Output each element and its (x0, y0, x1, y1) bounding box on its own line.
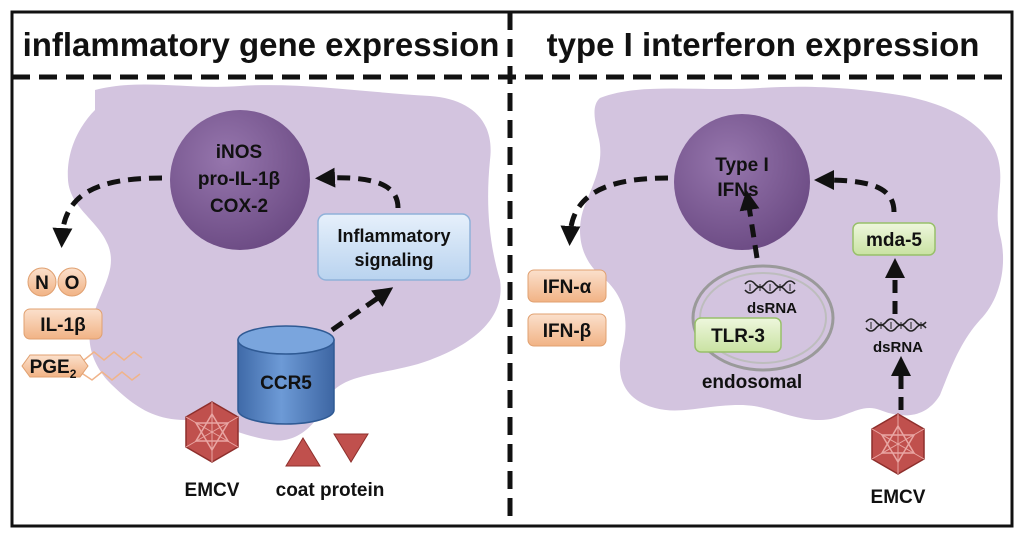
coat-protein-label: coat protein (276, 480, 385, 501)
right-nucleus (674, 114, 810, 250)
emcv-label-left: EMCV (185, 480, 240, 501)
left-nucleus (170, 110, 310, 250)
signaling-label-line2: signaling (354, 250, 433, 270)
inflammatory-signaling-box (317, 213, 471, 281)
no-letter-n: N (35, 273, 49, 294)
dsrna-label-cytoplasm: dsRNA (873, 339, 923, 356)
nucleus-type-i-line2: IFNs (717, 180, 758, 201)
arrow-ccr5-to-signaling (330, 287, 394, 333)
endosomal-label: endosomal (702, 372, 802, 393)
emcv-virus-icon-right (871, 413, 925, 475)
nucleus-type-i-line1: Type I (715, 155, 769, 176)
nucleus-gene-inos: iNOS (216, 142, 262, 163)
nucleus-gene-cox2: COX-2 (210, 196, 268, 217)
no-letter-o: O (65, 273, 80, 294)
arrow-mda5-to-nucleus (814, 170, 897, 213)
pge2-subscript: 2 (70, 367, 77, 381)
nucleus-gene-pro-il1b: pro-IL-1β (198, 169, 280, 190)
emcv-virus-icon-left (185, 401, 239, 463)
ifn-alpha-box (527, 269, 607, 303)
pge2-tail-lower (79, 371, 141, 381)
arrow-signaling-to-nucleus (315, 167, 401, 209)
coat-protein-triangle-up (285, 437, 321, 467)
ifn-beta-label: IFN-β (543, 321, 592, 342)
pge2-label: PGE2 (30, 357, 77, 381)
ifn-alpha-label: IFN-α (543, 277, 592, 298)
emcv-label-right: EMCV (871, 487, 926, 508)
pge2-tail-upper (83, 351, 143, 361)
tlr3-box (694, 317, 782, 353)
arrow-nucleus-to-products (52, 175, 163, 248)
arrow-nucleus-to-ifn (560, 175, 669, 246)
dsrna-icon-cytoplasm (865, 318, 927, 332)
no-circle-n (27, 267, 57, 297)
dsrna-icon-endosome (744, 280, 796, 294)
ifn-beta-box (527, 313, 607, 347)
left-panel-title: inflammatory gene expression (23, 26, 500, 63)
il1b-label: IL-1β (40, 315, 85, 336)
ccr5-cylinder-top (237, 325, 335, 355)
pge2-hexagon (21, 354, 89, 378)
signaling-label-line1: Inflammatory (337, 226, 450, 246)
il1b-box (23, 308, 103, 340)
tlr3-label: TLR-3 (711, 326, 765, 347)
ccr5-cylinder-body (237, 339, 335, 425)
ccr5-label: CCR5 (260, 373, 312, 394)
mda5-label: mda-5 (866, 230, 922, 251)
no-circle-o (57, 267, 87, 297)
arrow-tlr3-to-nucleus (739, 190, 760, 259)
right-panel-title: type I interferon expression (547, 26, 980, 63)
dsrna-label-endosome: dsRNA (747, 300, 797, 317)
endosome-outer-membrane (691, 264, 835, 372)
coat-protein-triangle-down (333, 433, 369, 463)
mda5-box (852, 222, 936, 256)
